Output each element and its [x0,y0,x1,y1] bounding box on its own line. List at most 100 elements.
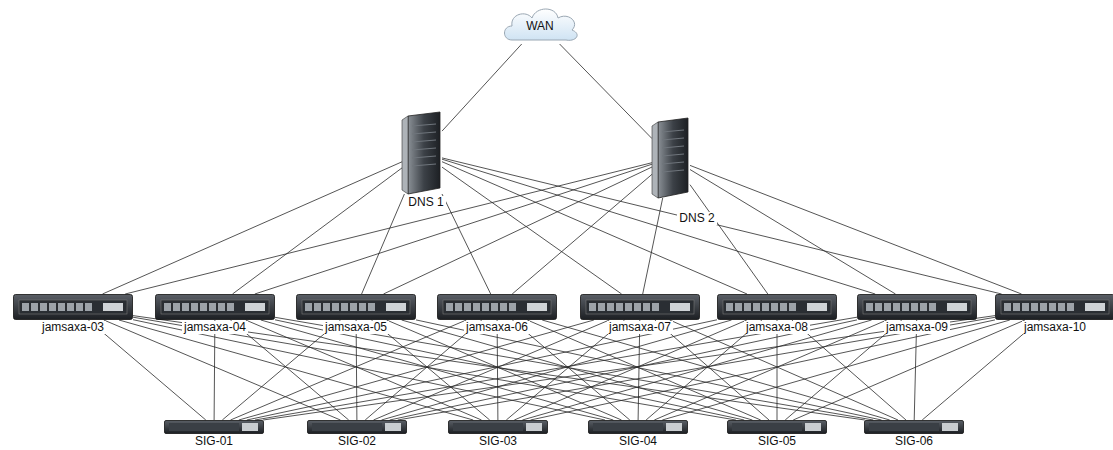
network-link [125,163,652,294]
network-link [914,320,917,420]
rack-icon [155,294,275,320]
network-link [402,320,753,420]
sig-icon [588,420,688,434]
node-label: jamsaxa-10 [1022,321,1088,334]
node-label: jamsaxa-09 [884,321,950,334]
rack-icon [717,294,837,320]
node-label: SIG-04 [617,435,659,448]
sig-server: SIG-04 [588,420,688,434]
sig-server: SIG-02 [307,420,407,434]
node-label: SIG-05 [756,435,798,448]
network-link [542,320,890,420]
network-link [133,316,865,420]
rack-server: jamsaxa-06 [437,294,557,320]
network-link [133,317,736,420]
node-label: jamsaxa-03 [40,321,106,334]
network-link [442,162,747,294]
sig-icon [727,420,827,434]
node-label: DNS 2 [677,212,716,225]
network-link [638,320,640,420]
node-label: jamsaxa-05 [323,321,389,334]
network-link [793,320,1025,420]
network-link [512,174,652,294]
network-link [222,320,340,420]
network-link [104,320,341,420]
network-link [88,320,206,420]
network-link [643,198,663,294]
network-link [646,320,762,420]
sig-server: SIG-05 [727,420,827,434]
rack-server: jamsaxa-07 [580,294,700,320]
network-link [365,320,482,420]
rack-server: jamsaxa-09 [857,294,977,320]
network-link [275,317,873,420]
network-link [690,165,1022,294]
tower-icon [652,118,690,198]
sig-icon [448,420,548,434]
network-link [362,194,405,294]
rack-server: jamsaxa-05 [296,294,416,320]
network-link [497,320,499,420]
network-link [119,320,473,420]
sig-icon [307,420,407,434]
rack-icon [857,294,977,320]
node-label: SIG-06 [893,435,935,448]
network-link [442,44,522,131]
node-label: SIG-01 [193,435,235,448]
node-label: WAN [524,20,556,33]
tower-icon [402,112,442,194]
sig-icon [864,420,964,434]
network-link [442,167,622,294]
rack-icon [995,294,1113,320]
network-link [522,320,871,420]
sig-server: SIG-03 [448,420,548,434]
network-link [263,316,995,420]
wan-cloud: WAN [502,4,578,44]
rack-icon [437,294,557,320]
network-link [506,320,624,420]
network-link [382,320,732,420]
network-link [922,320,1039,420]
network-link [103,162,403,294]
network-link [442,158,1002,294]
rack-icon [580,294,700,320]
node-label: SIG-03 [477,435,519,448]
network-link [792,320,906,420]
network-link [247,320,717,420]
sig-server: SIG-01 [164,420,264,434]
rack-icon [13,294,133,320]
network-link [231,320,467,420]
network-link [690,185,768,294]
network-link [255,164,652,294]
sig-icon [164,420,264,434]
node-label: jamsaxa-08 [744,321,810,334]
network-link [261,320,614,420]
rack-server: jamsaxa-10 [995,294,1113,320]
node-label: DNS 1 [406,196,445,209]
network-link [777,320,778,420]
rack-server: jamsaxa-03 [13,294,133,320]
network-link [255,317,857,420]
network-link [230,320,348,420]
network-link [785,320,902,420]
network-link [356,320,358,420]
network-link [214,320,216,420]
node-label: SIG-02 [336,435,378,448]
rack-server: jamsaxa-04 [155,294,275,320]
dns-server: DNS 1 [402,112,442,194]
rack-server: jamsaxa-08 [717,294,837,320]
network-link [398,317,995,420]
network-link [662,320,1010,420]
rack-icon [296,294,416,320]
network-link [239,320,594,420]
node-label: jamsaxa-07 [607,321,673,334]
network-link [531,320,996,420]
network-link [390,320,857,420]
network-link [387,320,622,420]
dns-server: DNS 2 [652,118,690,198]
network-link [690,170,896,295]
sig-server: SIG-06 [864,420,964,434]
node-label: jamsaxa-04 [182,321,248,334]
